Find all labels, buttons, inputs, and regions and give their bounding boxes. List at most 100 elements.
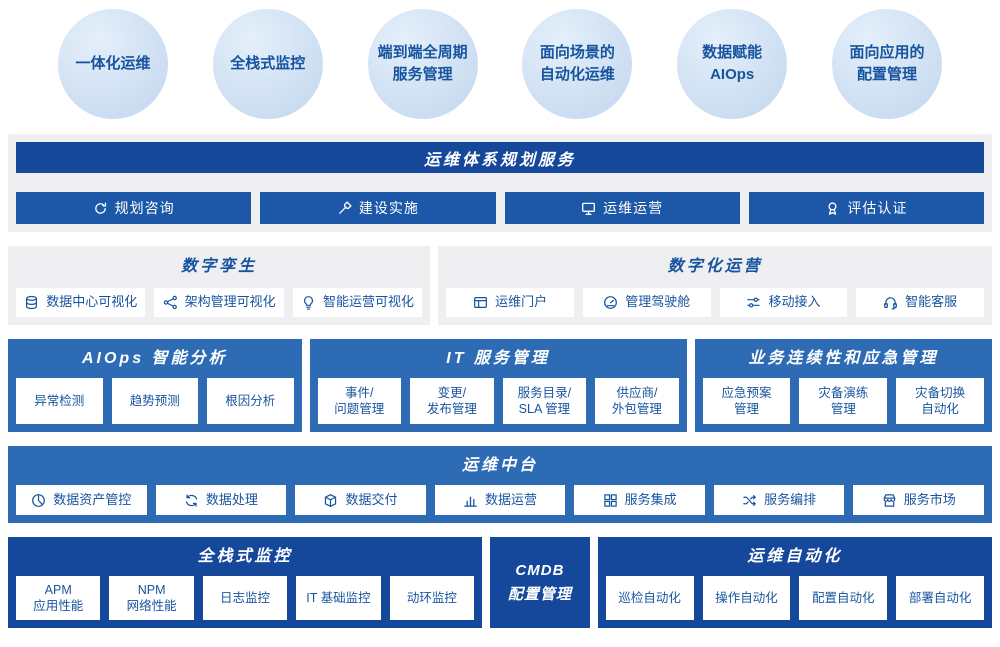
- middle-platform-item: 数据处理: [155, 485, 287, 515]
- digital-twin-item: 智能运营可视化: [292, 288, 423, 317]
- middle-platform-item: 服务市场: [853, 485, 985, 515]
- capability-bubble-label: 一体化运维: [75, 55, 151, 73]
- planning-item: 运维运营: [504, 192, 740, 224]
- middle-platform-item: 数据资产管控: [16, 485, 147, 515]
- middle-platform-item-label: 服务市场: [903, 491, 956, 507]
- monitoring-title: 全栈式监控: [197, 548, 293, 565]
- middle-platform-item-label: 数据运营: [485, 491, 538, 507]
- aiops-item: 趋势预测: [111, 378, 198, 424]
- itsm-item-label: 服务目录/ SLA 管理: [517, 385, 572, 416]
- bcm-item-label: 灾备切换 自动化: [915, 385, 966, 416]
- automation-item-label: 巡检自动化: [618, 590, 681, 605]
- automation-title: 运维自动化: [747, 548, 843, 565]
- gauge-icon: [603, 295, 618, 310]
- middle-platform-item-label: 数据资产管控: [53, 491, 132, 507]
- operate-icon: [581, 201, 596, 216]
- aiops-item-label: 异常检测: [34, 393, 85, 408]
- monitoring-section: 全栈式监控 APM 应用性能 NPM 网络性能 日志监控: [8, 537, 483, 628]
- aiops-section: AIOps 智能分析 异常检测 趋势预测 根因分析: [8, 339, 302, 432]
- middle-platform-section: 运维中台 数据资产管控 数据处理 数据交付: [8, 446, 992, 523]
- integration-icon: [603, 493, 618, 508]
- digital-twin-section: 数字孪生 数据中心可视化 架构管理可视化 智能运营可视化: [8, 246, 431, 325]
- middle-platform-item-label: 数据交付: [345, 491, 398, 507]
- portal-icon: [473, 295, 488, 310]
- aiops-item-label: 趋势预测: [129, 393, 180, 408]
- digital-twin-item: 数据中心可视化: [16, 288, 146, 317]
- itsm-item-label: 供应商/ 外包管理: [611, 385, 662, 416]
- digital-operation-item-label: 管理驾驶舱: [625, 294, 691, 310]
- itsm-item: 供应商/ 外包管理: [595, 378, 679, 424]
- aiops-title: AIOps 智能分析: [81, 350, 228, 367]
- digital-operation-item-label: 运维门户: [495, 294, 548, 310]
- middle-platform-item: 数据交付: [295, 485, 426, 515]
- middle-platform-item: 数据运营: [434, 485, 566, 515]
- architecture-icon: [163, 295, 178, 310]
- bcm-item-label: 灾备演练 管理: [818, 385, 869, 416]
- digital-operation-section: 数字化运营 运维门户 管理驾驶舱 移动接入: [438, 246, 992, 325]
- planning-title: 运维体系规划服务: [423, 151, 576, 169]
- delivery-icon: [323, 493, 338, 508]
- bcm-section: 业务连续性和应急管理 应急预案 管理 灾备演练 管理 灾备切换 自动化: [694, 339, 992, 432]
- digital-operation-item-label: 移动接入: [768, 294, 821, 310]
- planning-item-label: 运维运营: [603, 199, 664, 216]
- planning-item: 规划咨询: [16, 192, 252, 224]
- aiops-items: 异常检测 趋势预测 根因分析: [16, 378, 294, 424]
- digital-operation-items: 运维门户 管理驾驶舱 移动接入 智能客服: [446, 288, 984, 317]
- itsm-item: 事件/ 问题管理: [317, 378, 402, 424]
- asset-icon: [31, 493, 46, 508]
- planning-item-label: 评估认证: [847, 199, 908, 216]
- capability-bubble: 面向应用的 配置管理: [831, 9, 942, 119]
- plan-icon: [93, 201, 108, 216]
- automation-item: 部署自动化: [896, 576, 984, 620]
- capability-bubble-label: 数据赋能 AIOps: [702, 44, 763, 83]
- monitoring-item-label: IT 基础监控: [306, 590, 371, 605]
- automation-item: 配置自动化: [799, 576, 888, 620]
- digital-twin-item-label: 架构管理可视化: [184, 294, 276, 310]
- digital-operation-title: 数字化运营: [667, 258, 763, 275]
- automation-item: 操作自动化: [702, 576, 791, 620]
- monitoring-item-label: 日志监控: [220, 590, 271, 605]
- middle-platform-item-label: 服务集成: [624, 491, 677, 507]
- aiops-item-label: 根因分析: [225, 393, 276, 408]
- capability-bubble-label: 面向场景的 自动化运维: [539, 44, 615, 83]
- capability-bubble: 一体化运维: [58, 9, 168, 119]
- automation-item-label: 配置自动化: [812, 590, 875, 605]
- digital-twin-items: 数据中心可视化 架构管理可视化 智能运营可视化: [16, 288, 423, 317]
- planning-item: 评估认证: [748, 192, 984, 224]
- itsm-item: 服务目录/ SLA 管理: [502, 378, 587, 424]
- capability-bubble-label: 面向应用的 配置管理: [849, 44, 925, 83]
- planning-item-label: 建设实施: [358, 199, 419, 216]
- automation-item-label: 操作自动化: [715, 590, 778, 605]
- middle-platform-items: 数据资产管控 数据处理 数据交付 数据运营: [16, 485, 985, 515]
- certify-icon: [825, 201, 840, 216]
- market-icon: [882, 493, 897, 508]
- monitoring-item: IT 基础监控: [296, 576, 381, 620]
- cmdb-section: CMDB 配置管理: [490, 537, 590, 628]
- middle-platform-title: 运维中台: [461, 457, 538, 474]
- build-icon: [337, 200, 352, 216]
- planning-item-label: 规划咨询: [114, 199, 175, 216]
- automation-items: 巡检自动化 操作自动化 配置自动化 部署自动化: [605, 576, 984, 620]
- capability-bubble: 端到端全周期 服务管理: [367, 9, 478, 119]
- monitoring-item-label: NPM 网络性能: [126, 582, 177, 613]
- bcm-items: 应急预案 管理 灾备演练 管理 灾备切换 自动化: [702, 378, 985, 424]
- monitoring-item: 日志监控: [202, 576, 288, 620]
- digital-operation-item: 智能客服: [856, 288, 984, 317]
- digital-operation-item: 移动接入: [719, 288, 848, 317]
- middle-platform-item: 服务集成: [574, 485, 705, 515]
- bcm-item: 应急预案 管理: [702, 378, 791, 424]
- automation-item: 巡检自动化: [605, 576, 694, 620]
- monitoring-items: APM 应用性能 NPM 网络性能 日志监控 IT 基础监控: [16, 576, 475, 620]
- automation-item-label: 部署自动化: [908, 590, 972, 605]
- itsm-item-label: 变更/ 发布管理: [426, 385, 477, 416]
- process-icon: [184, 493, 199, 508]
- capability-bubbles-row: 一体化运维 全栈式监控 端到端全周期 服务管理 面向场景的 自动化运维 数据赋能…: [8, 8, 992, 120]
- planning-item: 建设实施: [260, 192, 496, 224]
- digital-operation-item: 管理驾驶舱: [582, 288, 711, 317]
- cmdb-title: CMDB 配置管理: [507, 561, 572, 603]
- capability-bubble: 数据赋能 AIOps: [677, 9, 788, 119]
- middle-platform-item-label: 服务编排: [764, 491, 817, 507]
- monitoring-item-label: 动环监控: [406, 590, 457, 605]
- digital-twin-title: 数字孪生: [181, 258, 258, 275]
